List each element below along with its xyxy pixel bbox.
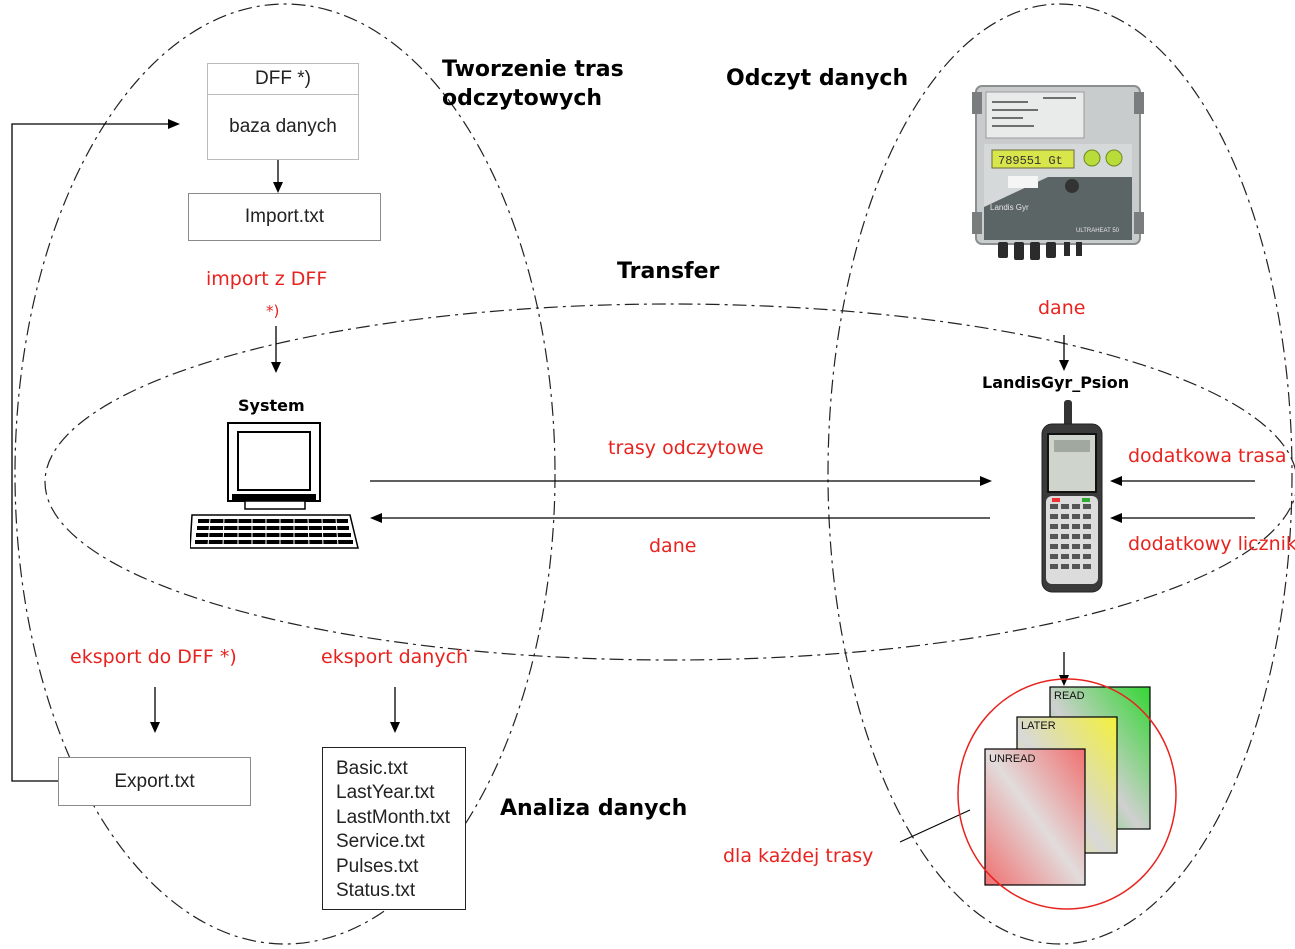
import-note-label: *) — [266, 302, 280, 320]
export-data-label: eksport danych — [321, 646, 469, 668]
list-item: Pulses.txt — [336, 855, 419, 877]
title-route-creation-line2: odczytowych — [442, 86, 603, 111]
routes-analysis-ellipse — [14, 3, 556, 945]
data-transfer-label: dane — [649, 535, 697, 557]
title-route-creation: Tworzenie tras odczytowych — [442, 55, 624, 113]
system-label: System — [238, 396, 305, 415]
routes-transfer-label: trasy odczytowe — [608, 437, 764, 459]
per-route-label: dla każdej trasy — [723, 845, 874, 867]
export-files-list: Basic.txt LastYear.txt LastMonth.txt Ser… — [322, 747, 466, 910]
sheets-decoration — [957, 678, 1177, 910]
sheet-read-label: READ — [1054, 690, 1085, 702]
import-file-box: Import.txt — [188, 193, 381, 241]
list-item: LastMonth.txt — [336, 806, 451, 828]
list-item: Basic.txt — [336, 758, 408, 779]
heat-meter-icon: 789551 Gt Landis Gyr ULTRAHEAT 50 — [972, 85, 1144, 260]
extra-route-label: dodatkowa trasa — [1128, 445, 1287, 467]
meter-model-text: ULTRAHEAT 50 — [1076, 228, 1120, 234]
meter-data-label: dane — [1038, 297, 1086, 319]
transfer-ellipse — [44, 303, 1295, 661]
loop-line — [11, 123, 170, 782]
extra-meter-label: dodatkowy licznik — [1128, 533, 1295, 555]
title-data-reading: Odczyt danych — [726, 66, 909, 91]
psion-label: LandisGyr_Psion — [982, 373, 1130, 392]
database-label: baza danych — [229, 116, 337, 137]
title-data-analysis: Analiza danych — [500, 796, 688, 821]
title-transfer: Transfer — [617, 259, 720, 284]
export-file-box: Export.txt — [58, 757, 251, 806]
meter-display-text: 789551 Gt — [998, 154, 1063, 168]
loop-arrowhead — [168, 119, 180, 129]
list-item: Status.txt — [336, 880, 416, 902]
export-to-dff-label: eksport do DFF *) — [70, 646, 237, 668]
computer-icon — [190, 422, 359, 549]
export-file-label: Export.txt — [114, 771, 195, 792]
import-file-label: Import.txt — [244, 206, 325, 227]
database-header: DFF *) — [208, 64, 358, 95]
list-item: LastYear.txt — [336, 782, 435, 804]
reading-ellipse — [827, 3, 1293, 945]
title-route-creation-line1: Tworzenie tras — [442, 57, 624, 82]
sheet-unread-label: UNREAD — [989, 753, 1036, 765]
import-from-dff-label: import z DFF — [206, 268, 328, 290]
psion-handheld-icon — [1041, 400, 1103, 593]
list-item: Service.txt — [336, 831, 425, 853]
database-box: DFF *) baza danych — [207, 63, 359, 160]
meter-brand-text: Landis Gyr — [990, 203, 1029, 212]
sheet-later-label: LATER — [1021, 720, 1056, 732]
